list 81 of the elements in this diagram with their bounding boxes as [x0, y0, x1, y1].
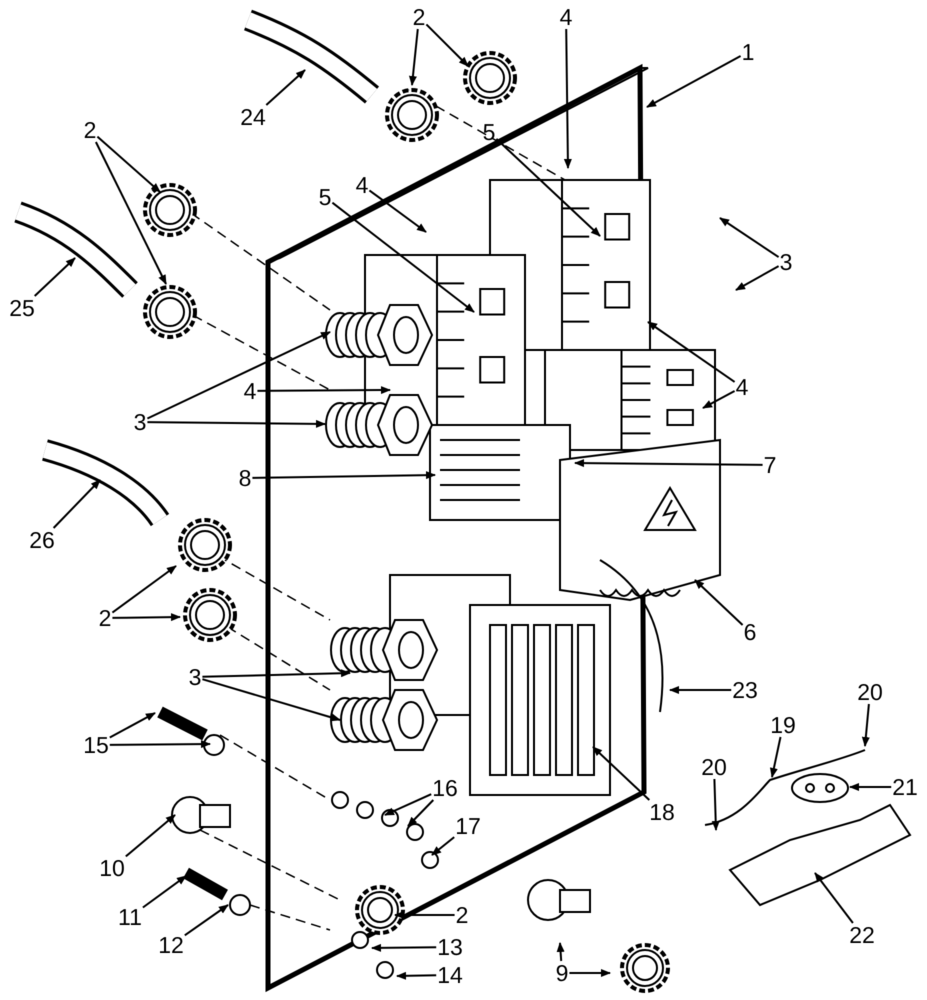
leader-line [252, 471, 436, 480]
callout-number: 12 [157, 933, 185, 957]
leader-line [112, 565, 177, 614]
leader-line [814, 872, 854, 924]
leader-line [574, 459, 763, 468]
leader-line [257, 386, 391, 394]
leader-line [396, 972, 436, 980]
leader-line [849, 783, 892, 791]
callout-number: 4 [354, 173, 370, 197]
callout-number: 6 [742, 620, 758, 644]
callout-number: 24 [239, 105, 267, 129]
callout-number: 2 [82, 118, 98, 142]
callout-number: 3 [778, 250, 794, 274]
leader-line [371, 944, 436, 952]
leader-line [266, 69, 306, 106]
leader-line [384, 793, 432, 816]
callout-number: 2 [98, 606, 112, 630]
leader-line [694, 579, 744, 626]
leader-line [569, 969, 611, 977]
leader-line [407, 799, 434, 827]
leader-line [110, 740, 211, 748]
leader-line [142, 875, 187, 908]
callout-number: 1 [740, 40, 756, 64]
leader-line [556, 942, 565, 962]
callout-number: 13 [436, 935, 464, 959]
callout-number: 3 [132, 410, 148, 434]
callout-number: 23 [731, 678, 759, 702]
callout-number: 15 [82, 733, 110, 757]
leader-line [431, 836, 455, 856]
callout-number: 5 [318, 185, 332, 209]
callout-number: 20 [700, 755, 728, 779]
callout-number: 9 [554, 961, 570, 985]
leader-line [202, 669, 351, 678]
leader-line [125, 814, 176, 858]
callout-number: 3 [188, 665, 202, 689]
leader-line [496, 138, 601, 237]
callout-number: 7 [762, 453, 778, 477]
callout-number: 5 [482, 120, 496, 144]
callout-number: 26 [28, 528, 56, 552]
leader-line [669, 686, 732, 694]
callout-number: 18 [648, 800, 676, 824]
leader-line [408, 28, 419, 86]
leader-line [96, 136, 161, 193]
callout-number: 4 [734, 375, 750, 399]
leader-line [702, 390, 736, 409]
leader-line [112, 613, 181, 622]
leader-line [735, 265, 780, 291]
callout-number: 25 [8, 296, 36, 320]
callout-number: 20 [856, 680, 884, 704]
leader-line [332, 202, 475, 313]
leader-line [719, 217, 780, 258]
leader-line [95, 142, 167, 285]
leader-line [52, 479, 101, 529]
callout-number: 19 [769, 713, 797, 737]
callout-number: 4 [242, 379, 258, 403]
leader-line [34, 257, 76, 297]
callout-number: 21 [891, 775, 919, 799]
leader-line [184, 904, 229, 936]
leader-line [147, 420, 326, 428]
callout-number: 16 [431, 776, 459, 800]
callout-number: 14 [436, 963, 464, 987]
leader-line [564, 28, 572, 169]
callout-number: 11 [117, 905, 143, 929]
callout-number: 8 [238, 466, 252, 490]
callout-number: 2 [412, 5, 426, 29]
callout-number: 2 [454, 903, 470, 927]
leader-line [202, 678, 341, 722]
callout-number: 17 [454, 814, 482, 838]
leader-line [712, 778, 720, 831]
leader-line [770, 736, 782, 778]
leader-line [426, 24, 469, 67]
leader-line [109, 712, 156, 738]
callout-number: 4 [558, 5, 574, 29]
callout-number: 22 [848, 923, 876, 947]
leader-line [146, 331, 331, 420]
leader-line [646, 55, 742, 108]
leader-line [862, 704, 870, 747]
callout-number: 10 [98, 856, 126, 880]
leader-line [394, 911, 455, 919]
leader-line [368, 190, 427, 233]
leader-line [647, 321, 736, 383]
